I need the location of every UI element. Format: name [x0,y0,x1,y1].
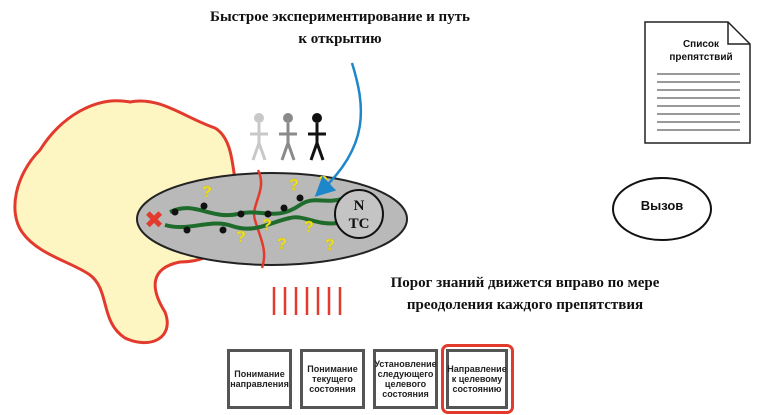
start-x-icon: ✖ [144,206,164,234]
step-understand-direction: Понимание направления [227,349,292,409]
step-label: Установление следующего целевого состоян… [374,359,437,399]
step-grasp-current-condition: Понимание текущего состояния [300,349,365,409]
step-establish-next-target: Установление следующего целевого состоян… [373,349,438,409]
step-label: Понимание направления [230,369,289,389]
experiment-dot [280,204,288,212]
knowledge-threshold-line [252,169,266,269]
experiment-dot [183,226,191,234]
target-condition-letter-top: N [354,198,365,214]
experiment-dot [200,202,208,210]
known-area-blob [13,99,241,345]
person-figure-light [250,113,268,161]
question-mark: ? [202,184,212,201]
threshold-stripes [272,287,342,315]
threshold-caption: Порог знаний движется вправо по мере пре… [390,275,660,313]
person-figure-medium [279,113,297,161]
person-figure-dark [308,113,326,161]
question-mark: ? [325,237,335,254]
main-heading: Быстрое экспериментирование и путь к отк… [210,9,470,47]
step-label: Понимание текущего состояния [307,364,358,394]
experiment-dot [219,226,227,234]
experiment-dot [264,210,272,218]
challenge-label: Вызов [640,198,684,213]
question-mark: ? [236,229,246,246]
obstacles-list-title: Список препятствий [669,39,733,63]
experiment-dots [171,194,304,234]
question-mark: ? [262,217,272,234]
question-mark: ? [277,236,287,253]
document-icon [644,21,751,144]
current-step-highlight [441,344,514,414]
path-line-upper [169,196,346,218]
step-label: Направление к целевому состоянию [447,364,507,394]
target-condition-circle [334,189,384,239]
process-ellipse [136,172,408,266]
experiment-dot [171,208,179,216]
experiment-dot [237,210,245,218]
target-condition-letter-bottom: TC [349,216,370,232]
discovery-arrow [314,62,363,197]
step-move-toward-target: Направление к целевому состоянию [446,349,508,409]
challenge-ellipse [612,177,712,241]
experiment-dot [296,194,304,202]
question-mark: ? [304,219,314,236]
path-line-lower [164,215,346,231]
question-mark: ? [289,177,299,194]
